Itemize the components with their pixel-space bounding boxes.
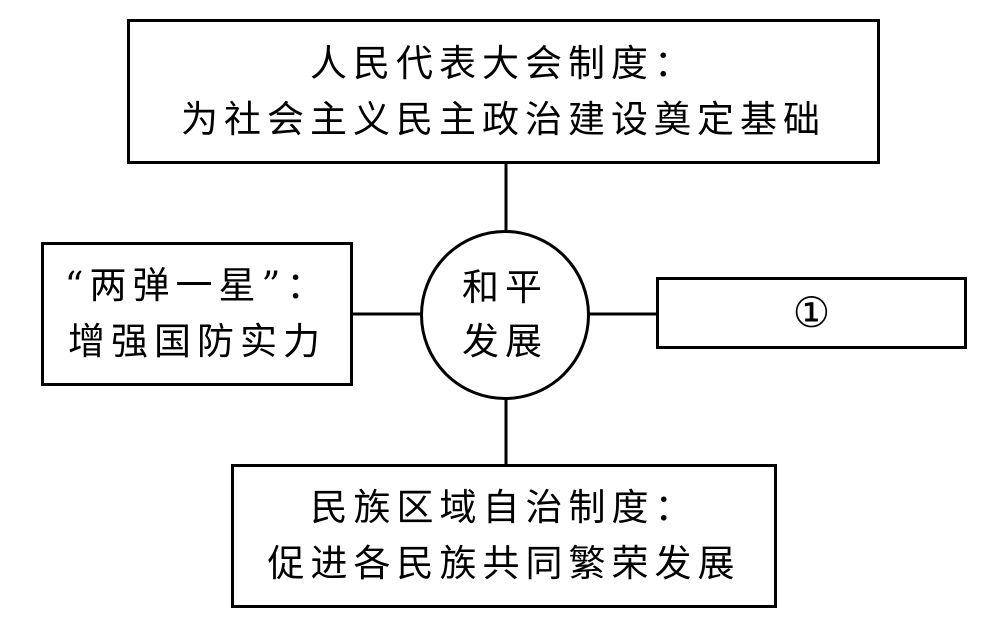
node-people-congress-system: 人民代表大会制度： 为社会主义民主政治建设奠定基础 (127, 19, 880, 164)
node-title: 民族区域自治制度： (310, 486, 698, 529)
node-ethnic-regional-autonomy: 民族区域自治制度： 促进各民族共同繁荣发展 (231, 464, 777, 608)
center-node-peace-development: 和平 发展 (420, 230, 590, 400)
node-description: 增强国防实力 (68, 320, 326, 363)
node-blank-answer-1: ① (656, 277, 967, 349)
center-label-line-2: 发展 (462, 320, 548, 363)
center-label-line-1: 和平 (462, 266, 548, 309)
node-title: “两弹一星”： (64, 264, 330, 307)
blank-marker: ① (792, 288, 831, 337)
node-description: 促进各民族共同繁荣发展 (267, 542, 741, 585)
node-description: 为社会主义民主政治建设奠定基础 (181, 97, 826, 141)
node-two-bombs-one-satellite: “两弹一星”： 增强国防实力 (41, 242, 353, 386)
node-title: 人民代表大会制度： (310, 41, 697, 85)
